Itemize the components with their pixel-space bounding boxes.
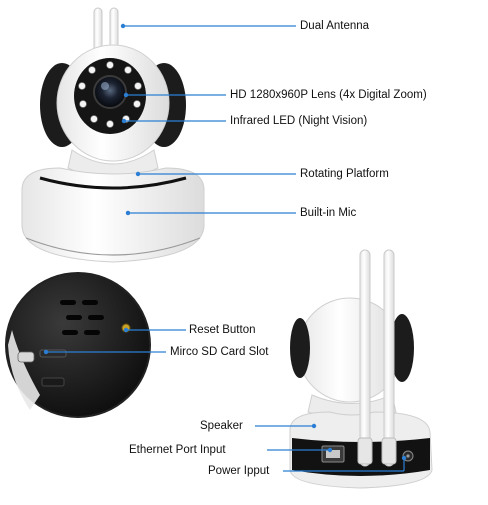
front-camera-illustration xyxy=(21,7,205,263)
rear-left-antenna xyxy=(359,249,371,467)
rotating-platform-ring xyxy=(39,176,187,190)
label-dual-antenna: Dual Antenna xyxy=(300,20,370,32)
rear-right-antenna xyxy=(383,249,395,467)
label-built-in-mic: Built-in Mic xyxy=(300,207,357,219)
infrared-led-ring xyxy=(78,61,142,128)
callout-lines xyxy=(43,23,407,472)
label-infrared-led: Infrared LED (Night Vision) xyxy=(230,115,368,127)
label-speaker: Speaker xyxy=(200,420,243,432)
label-ethernet-port: Ethernet Port Input xyxy=(129,444,226,456)
sd-slot-icon xyxy=(39,349,67,358)
lens-icon xyxy=(93,75,127,109)
speaker-grille xyxy=(60,300,104,335)
label-hd-lens: HD 1280x960P Lens (4x Digital Zoom) xyxy=(230,89,427,101)
label-micro-sd-slot: Mirco SD Card Slot xyxy=(170,346,269,358)
camera-base xyxy=(21,167,205,263)
label-power-input: Power Ipput xyxy=(208,465,270,477)
label-reset-button: Reset Button xyxy=(189,324,256,336)
label-rotating-platform: Rotating Platform xyxy=(300,168,389,180)
rear-camera-illustration xyxy=(289,249,433,489)
side-zoom-illustration xyxy=(5,272,151,418)
